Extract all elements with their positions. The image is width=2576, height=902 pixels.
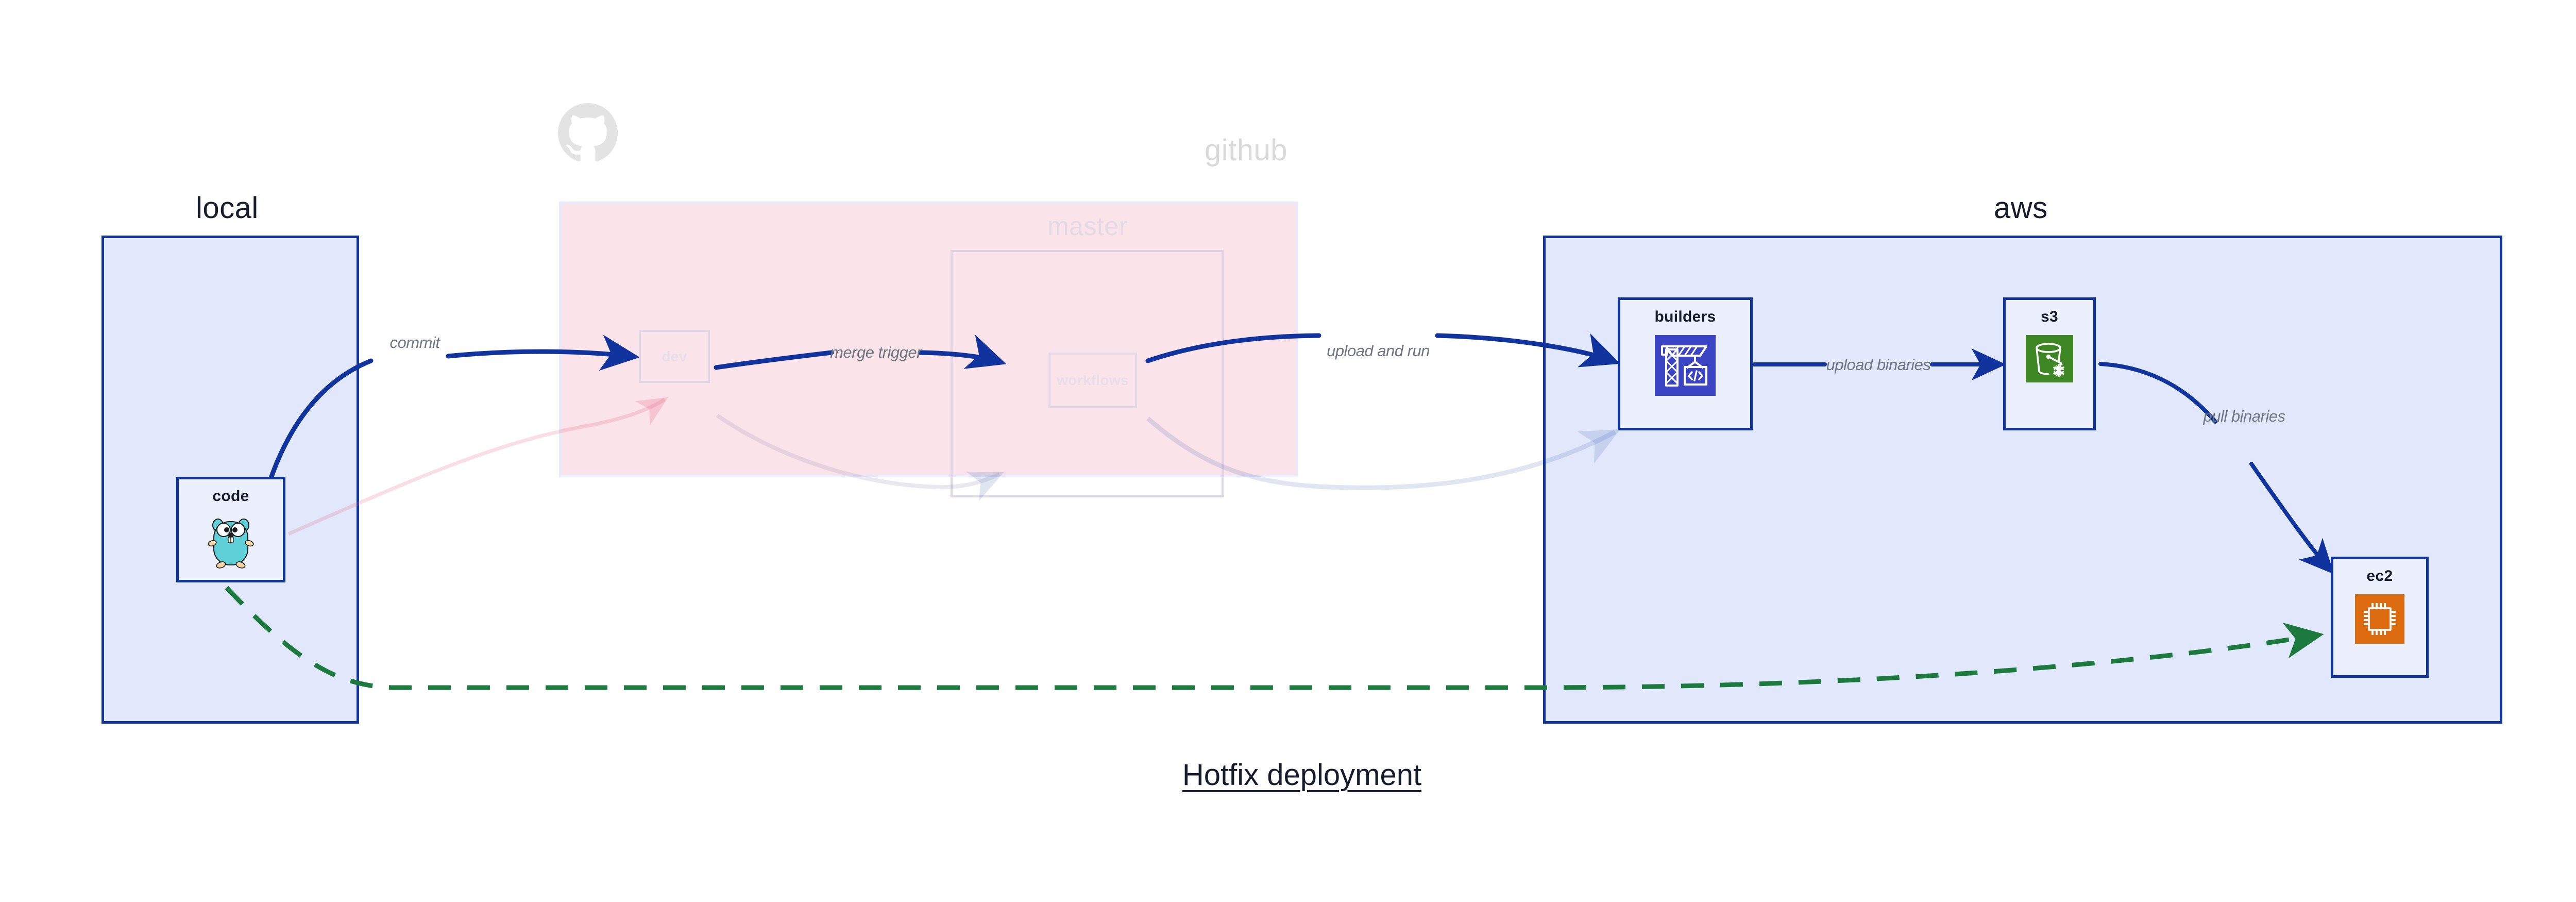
edge-label-upload-and-run: upload and run [1327, 342, 1430, 360]
node-s3[interactable]: s3 [2003, 297, 2096, 430]
go-gopher-icon [200, 514, 262, 573]
edge-merge-trigger [714, 335, 1007, 370]
node-code[interactable]: code [176, 477, 285, 582]
edge-label-commit: commit [389, 333, 440, 352]
node-ec2[interactable]: ec2 [2331, 557, 2429, 678]
node-builders-label: builders [1654, 308, 1716, 325]
node-workflows-label: workflows [1057, 372, 1129, 388]
edge-upload-and-run [1145, 333, 1621, 368]
group-master [951, 250, 1224, 497]
edge-pull-binaries [2098, 362, 2334, 575]
edge-label-upload-binaries: upload binaries [1826, 356, 1931, 374]
edge-hotfix-direct [225, 586, 2324, 690]
node-code-label: code [212, 488, 249, 505]
node-s3-label: s3 [2041, 308, 2058, 325]
edge-label-pull-binaries: pull binaries [2203, 407, 2285, 425]
node-workflows[interactable]: workflows [1048, 353, 1137, 408]
github-octocat-icon [558, 103, 618, 163]
group-github [559, 202, 1298, 477]
group-label-aws: aws [1994, 191, 2048, 225]
group-label-master: master [1047, 212, 1128, 241]
node-builders[interactable]: builders [1618, 297, 1753, 430]
edge-ghost-code-dev [287, 397, 669, 536]
edge-ghost-dev-workflows [716, 413, 1004, 501]
aws-s3-glacier-icon [2026, 335, 2073, 385]
diagram-title: Hotfix deployment [1182, 758, 1422, 792]
group-label-local: local [196, 191, 259, 225]
aws-codebuild-icon [1655, 335, 1716, 398]
edge-commit [268, 335, 640, 482]
edge-ghost-workflows-builders [1146, 416, 1620, 490]
node-ec2-label: ec2 [2366, 567, 2393, 584]
node-dev-label: dev [662, 348, 687, 364]
group-label-github: github [1205, 133, 1288, 167]
edge-label-merge-trigger: merge trigger [830, 343, 922, 361]
aws-ec2-icon [2355, 594, 2404, 646]
node-dev[interactable]: dev [639, 330, 710, 383]
